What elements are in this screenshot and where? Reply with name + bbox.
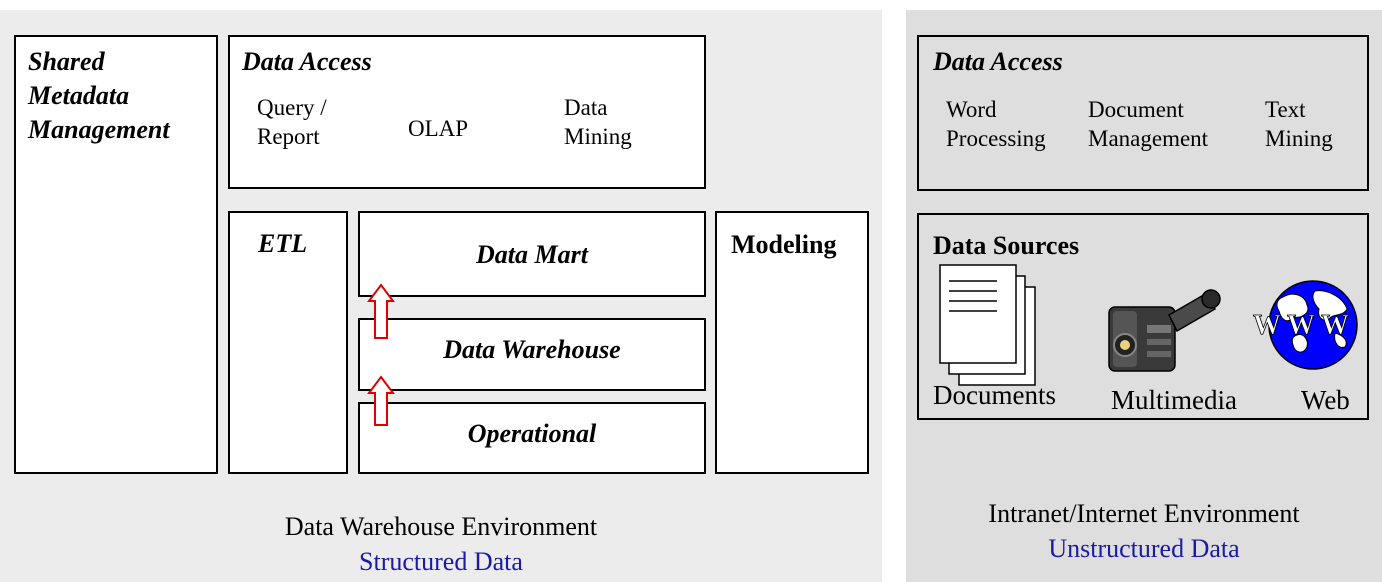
modeling-label: Modeling [731,230,837,259]
dw-caption: Data Warehouse Environment [284,512,598,541]
data-mart-box: Data Mart [358,211,706,297]
etl-label: ETL [258,229,308,258]
data-access-box: Data Access Query / Report OLAP Data Min… [228,35,706,189]
web-data-access-title: Data Access [933,47,1063,76]
modeling-box: Modeling [715,211,869,474]
web-data-access-box: Data Access Word Processing Document Man… [917,35,1369,191]
text-mining-line2: Mining [1265,126,1333,151]
data-warehouse-label: Data Warehouse [443,335,621,364]
shared-metadata-line3: Management [28,115,170,144]
up-arrow-icon [367,283,395,339]
web-label: Web [1301,385,1350,415]
document-management-line1: Document [1088,97,1184,122]
shared-metadata-line2: Metadata [28,81,130,110]
web-caption: Intranet/Internet Environment [988,499,1300,528]
word-processing-line2: Processing [946,126,1046,151]
data-access-title: Data Access [242,47,372,76]
operational-label: Operational [467,419,597,448]
globe-icon: W W W [1253,280,1358,370]
operational-box: Operational [358,402,706,474]
multimedia-label: Multimedia [1111,385,1237,415]
data-sources-title: Data Sources [933,231,1080,260]
data-sources-box: Data Sources W W W Documents Multimedia … [917,213,1369,420]
data-mining-line1: Data [564,95,608,120]
document-stack-icon [939,264,1036,386]
data-mart-label: Data Mart [476,240,588,269]
globe-www-text: W W W [1253,310,1349,341]
olap-label: OLAP [408,116,469,141]
shared-metadata-line1: Shared [28,47,105,76]
shared-metadata-box: Shared Metadata Management [14,35,218,474]
data-warehouse-box: Data Warehouse [358,318,706,391]
document-management-line2: Management [1088,126,1209,151]
dw-subcaption: Structured Data [359,547,523,576]
web-subcaption: Unstructured Data [1048,534,1240,563]
camcorder-icon [1108,289,1221,372]
word-processing-line1: Word [946,97,997,122]
data-mining-line2: Mining [564,124,632,149]
query-report-line1: Query / [257,95,327,120]
up-arrow-icon [367,375,395,426]
documents-label: Documents [933,380,1056,410]
text-mining-line1: Text [1265,97,1306,122]
query-report-line2: Report [257,124,320,149]
etl-box: ETL [228,211,348,474]
